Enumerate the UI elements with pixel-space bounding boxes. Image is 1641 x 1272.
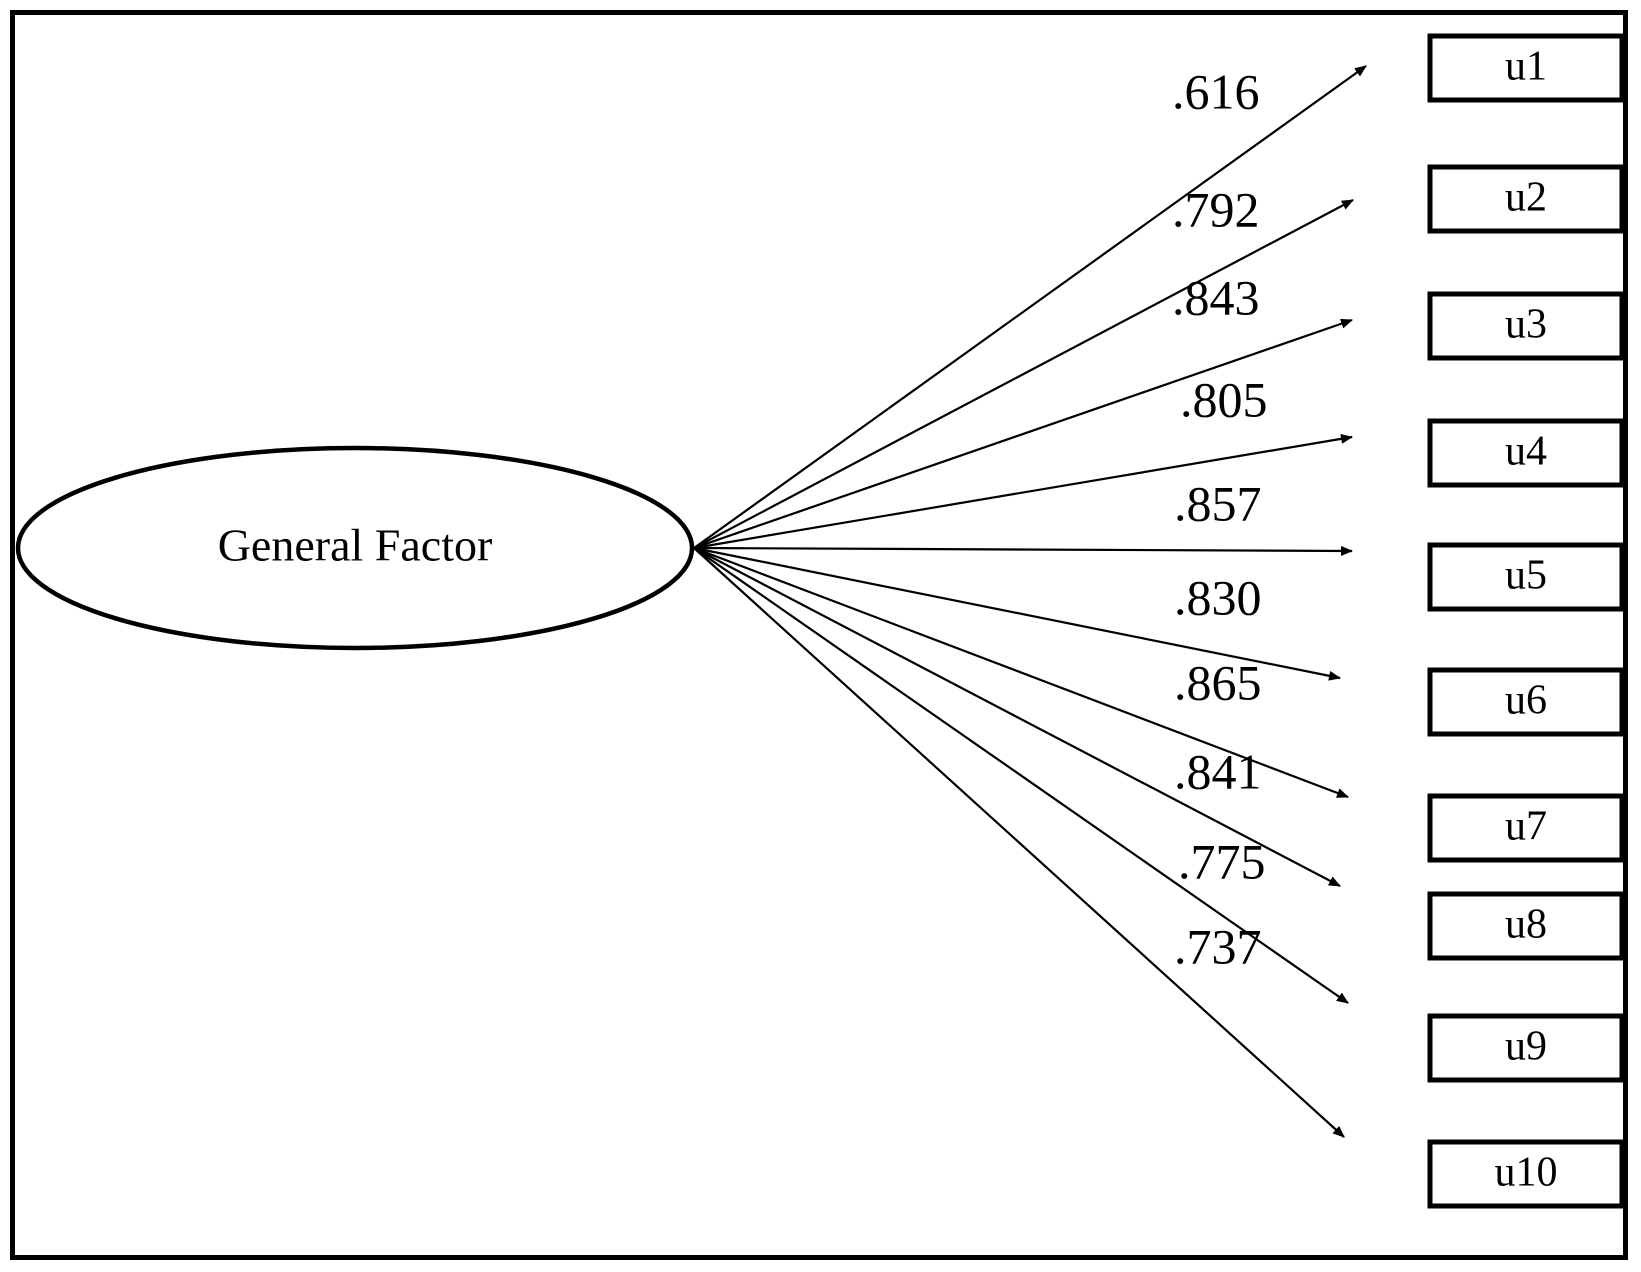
indicator-label: u5 [1505, 553, 1547, 599]
indicator-box-shape [1427, 891, 1625, 961]
loading-arrow-u10[interactable] [693, 547, 1345, 1138]
indicator-node-u9[interactable]: u9 [1427, 1013, 1625, 1083]
loading-value-u8: .841 [1174, 743, 1262, 799]
indicator-label: u6 [1505, 678, 1547, 724]
indicator-node-u6[interactable]: u6 [1427, 667, 1625, 737]
indicator-box-shape [1427, 793, 1625, 863]
loading-arrow-u8[interactable] [693, 547, 1341, 887]
indicator-box-shape [1427, 418, 1625, 488]
loading-value-u3: .843 [1172, 269, 1260, 325]
loading-arrow-group [693, 65, 1367, 1138]
loading-value-u4: .805 [1180, 371, 1268, 427]
indicator-box-shape [1427, 291, 1625, 361]
loading-arrow-u3[interactable] [693, 318, 1353, 550]
loading-value-u6: .830 [1174, 569, 1262, 625]
indicator-label: u4 [1505, 429, 1547, 475]
loading-arrow-u1[interactable] [693, 65, 1367, 549]
loading-value-u2: .792 [1172, 181, 1260, 237]
indicator-label: u1 [1505, 44, 1547, 90]
indicator-box-group: u1 u2 u3 u4 u5 u6 u7 u8 u9 u10 [1427, 33, 1625, 1209]
indicator-label: u3 [1505, 302, 1547, 348]
indicator-node-u7[interactable]: u7 [1427, 793, 1625, 863]
indicator-box-shape [1427, 1013, 1625, 1083]
indicator-node-u3[interactable]: u3 [1427, 291, 1625, 361]
indicator-box-shape [1427, 1139, 1625, 1209]
loading-arrow-u4[interactable] [693, 433, 1353, 550]
loading-arrow-u9[interactable] [693, 547, 1349, 1004]
indicator-label: u8 [1505, 902, 1547, 948]
loading-label-group: .616 .792 .843 .805 .857 .830 .865 .841 .775 .737 [1172, 63, 1268, 974]
factor-label: General Factor [218, 520, 493, 571]
indicator-box-shape [1427, 164, 1625, 234]
indicator-label: u10 [1495, 1150, 1558, 1196]
indicator-box-shape [1427, 542, 1625, 612]
indicator-node-u10[interactable]: u10 [1427, 1139, 1625, 1209]
loading-arrow-u5[interactable] [693, 545, 1353, 556]
indicator-node-u8[interactable]: u8 [1427, 891, 1625, 961]
loading-value-u10: .737 [1174, 918, 1262, 974]
indicator-node-u1[interactable]: u1 [1427, 33, 1625, 103]
indicator-label: u9 [1505, 1024, 1547, 1070]
loading-value-u1: .616 [1172, 63, 1260, 119]
latent-factor-node[interactable]: General Factor [15, 445, 695, 651]
factor-ellipse-shape [15, 445, 695, 651]
loading-value-u5: .857 [1174, 475, 1262, 531]
loading-arrow-u6[interactable] [693, 546, 1341, 681]
indicator-node-u5[interactable]: u5 [1427, 542, 1625, 612]
loading-arrow-u7[interactable] [693, 546, 1349, 799]
indicator-label: u7 [1505, 804, 1547, 850]
loading-value-u9: .775 [1178, 833, 1266, 889]
indicator-node-u4[interactable]: u4 [1427, 418, 1625, 488]
loading-arrow-u2[interactable] [693, 199, 1354, 549]
indicator-box-shape [1427, 667, 1625, 737]
loading-value-u7: .865 [1174, 654, 1262, 710]
indicator-label: u2 [1505, 175, 1547, 221]
indicator-box-shape [1427, 33, 1625, 103]
indicator-node-u2[interactable]: u2 [1427, 164, 1625, 234]
figure-border [10, 10, 1628, 1260]
